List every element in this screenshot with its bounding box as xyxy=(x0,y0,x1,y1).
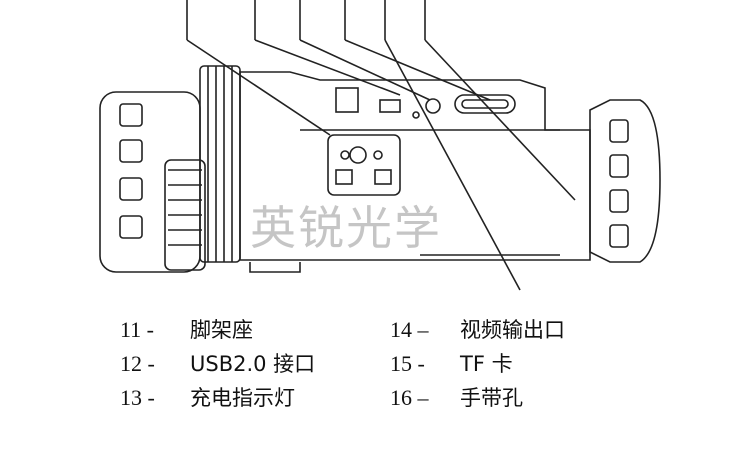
legend-item: 12 - USB2.0 接口 xyxy=(120,348,315,378)
legend-label: TF 卡 xyxy=(460,352,513,376)
legend-number: 16 – xyxy=(390,385,429,410)
legend-label: 手带孔 xyxy=(460,386,523,410)
leader-lines xyxy=(186,0,576,291)
legend-number: 15 - xyxy=(390,351,425,376)
legend-number: 13 - xyxy=(120,385,155,410)
legend-number: 12 - xyxy=(120,351,155,376)
legend-number: 11 - xyxy=(120,317,155,342)
legend-item: 11 - 脚架座 xyxy=(120,314,253,344)
legend-number: 14 – xyxy=(390,317,429,342)
eyepiece xyxy=(589,99,661,263)
legend-item: 13 - 充电指示灯 xyxy=(120,382,295,412)
legend-label: 脚架座 xyxy=(190,318,253,342)
focus-ring xyxy=(199,65,241,263)
legend: 11 - 脚架座 12 - USB2.0 接口 13 - 充电指示灯 14 – 视频输出… xyxy=(0,300,746,453)
legend-label: 视频输出口 xyxy=(460,318,565,342)
legend-label: USB2.0 接口 xyxy=(190,352,316,376)
legend-item: 14 – 视频输出口 xyxy=(390,314,565,344)
front-lens xyxy=(99,91,206,273)
watermark-text: 英锐光学 xyxy=(250,201,442,255)
legend-label: 充电指示灯 xyxy=(190,386,295,410)
legend-item: 16 – 手带孔 xyxy=(390,382,523,412)
device-line-drawing xyxy=(99,0,661,291)
device-body xyxy=(239,71,591,273)
legend-item: 15 - TF 卡 xyxy=(390,348,513,378)
